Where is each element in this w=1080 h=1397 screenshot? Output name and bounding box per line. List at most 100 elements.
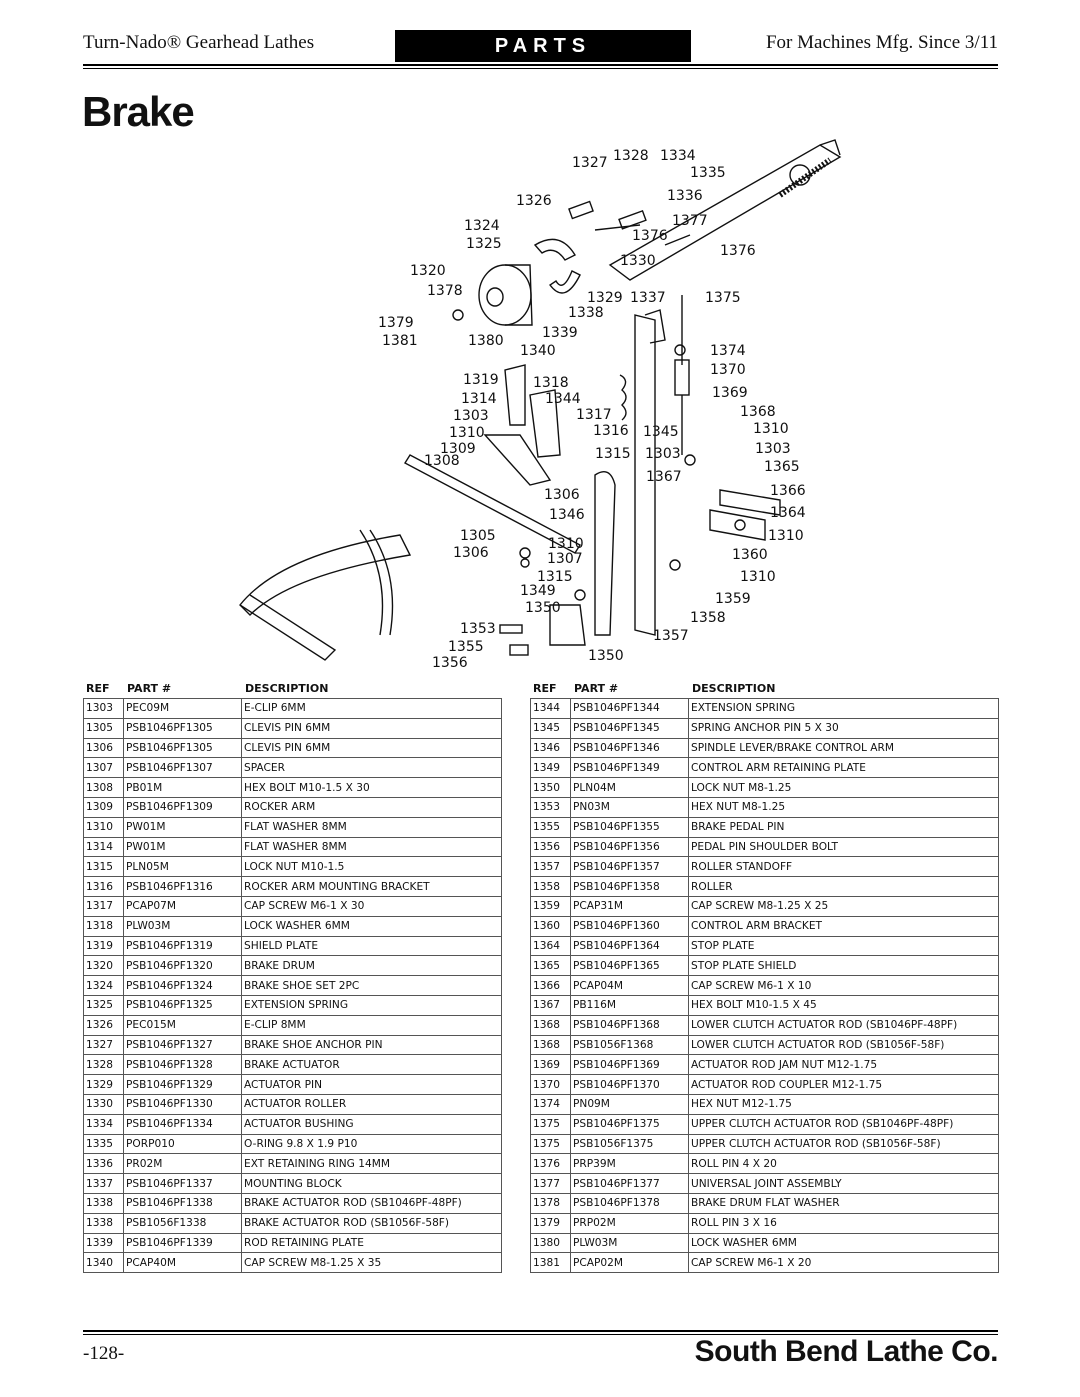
description-cell: CAP SCREW M6-1 X 20 [688, 1252, 999, 1274]
ref-cell: 1358 [530, 876, 571, 897]
part-number-cell: PSB1046PF1324 [123, 975, 242, 996]
table-header: REF PART # DESCRIPTION [530, 680, 999, 698]
ref-cell: 1356 [530, 836, 571, 858]
ref-cell: 1359 [530, 895, 571, 917]
ref-cell: 1320 [83, 955, 124, 977]
part-number-cell: PEC09M [123, 698, 242, 719]
callout-label: 1325 [466, 236, 502, 252]
callout-label: 1369 [712, 385, 748, 401]
callout-label: 1336 [667, 188, 703, 204]
callout-label: 1350 [588, 648, 624, 664]
header-rule [83, 64, 998, 66]
callout-label: 1367 [646, 469, 682, 485]
callout-label: 1310 [548, 536, 584, 552]
part-number-cell: PSB1056F1368 [570, 1034, 689, 1056]
part-number-cell: PLN04M [570, 777, 689, 798]
callout-label: 1346 [549, 507, 585, 523]
callout-label: 1345 [643, 424, 679, 440]
brand-logo-text: South Bend Lathe Co. [694, 1335, 999, 1368]
ref-cell: 1307 [83, 757, 124, 779]
callout-label: 1306 [544, 487, 580, 503]
callout-label: 1307 [547, 551, 583, 567]
col-ref-header: REF [86, 682, 110, 695]
part-number-cell: PB116M [570, 994, 689, 1016]
part-number-cell: PSB1046PF1355 [570, 816, 689, 838]
part-number-cell: PSB1046PF1370 [570, 1074, 689, 1095]
description-cell: LOCK NUT M10-1.5 [241, 856, 502, 878]
callout-label: 1368 [740, 404, 776, 420]
part-number-cell: PW01M [123, 836, 242, 858]
description-cell: O-RING 9.8 X 1.9 P10 [241, 1133, 502, 1155]
footer-rule-thin [83, 1334, 998, 1335]
part-number-cell: PN03M [570, 796, 689, 818]
callout-label: 1324 [464, 218, 500, 234]
description-cell: EXTENSION SPRING [241, 994, 502, 1016]
ref-cell: 1324 [83, 975, 124, 996]
ref-cell: 1339 [83, 1232, 124, 1254]
callout-label: 1378 [427, 283, 463, 299]
description-cell: HEX BOLT M10-1.5 X 30 [241, 777, 502, 798]
part-number-cell: PSB1046PF1319 [123, 935, 242, 957]
description-cell: ROD RETAINING PLATE [241, 1232, 502, 1254]
part-number-cell: PSB1046PF1368 [570, 1014, 689, 1036]
ref-cell: 1379 [530, 1212, 571, 1234]
ref-cell: 1366 [530, 975, 571, 996]
ref-cell: 1319 [83, 935, 124, 957]
description-cell: HEX NUT M8-1.25 [688, 796, 999, 818]
callout-label: 1329 [587, 290, 623, 306]
callout-label: 1319 [463, 372, 499, 388]
description-cell: UPPER CLUTCH ACTUATOR ROD (SB1056F-58F) [688, 1133, 999, 1155]
part-number-cell: PSB1046PF1338 [123, 1192, 242, 1214]
col-desc-header: DESCRIPTION [245, 682, 329, 695]
description-cell: SPACER [241, 757, 502, 779]
description-cell: CONTROL ARM RETAINING PLATE [688, 757, 999, 779]
header-mfg-date: For Machines Mfg. Since 3/11 [765, 32, 998, 53]
description-cell: ROLLER [688, 876, 999, 897]
description-cell: ROCKER ARM MOUNTING BRACKET [241, 876, 502, 897]
description-cell: CAP SCREW M6-1 X 30 [241, 895, 502, 917]
part-number-cell: PW01M [123, 816, 242, 838]
callout-label: 1376 [632, 228, 668, 244]
callout-label: 1309 [440, 441, 476, 457]
ref-cell: 1357 [530, 856, 571, 878]
footer-rule [83, 1330, 998, 1332]
callout-label: 1353 [460, 621, 496, 637]
callout-label: 1350 [525, 600, 561, 616]
part-number-cell: PSB1046PF1365 [570, 955, 689, 977]
callout-label: 1338 [568, 305, 604, 321]
table-header: REF PART # DESCRIPTION [83, 680, 502, 698]
callout-label: 1303 [755, 441, 791, 457]
ref-cell: 1306 [83, 737, 124, 759]
description-cell: LOCK NUT M8-1.25 [688, 777, 999, 798]
ref-cell: 1317 [83, 895, 124, 917]
header-section-label: PARTS [395, 30, 691, 62]
part-number-cell: PCAP40M [123, 1252, 242, 1274]
callout-label: 1370 [710, 362, 746, 378]
description-cell: LOWER CLUTCH ACTUATOR ROD (SB1056F-58F) [688, 1034, 999, 1056]
part-number-cell: PRP02M [570, 1212, 689, 1234]
callout-label: 1303 [645, 446, 681, 462]
